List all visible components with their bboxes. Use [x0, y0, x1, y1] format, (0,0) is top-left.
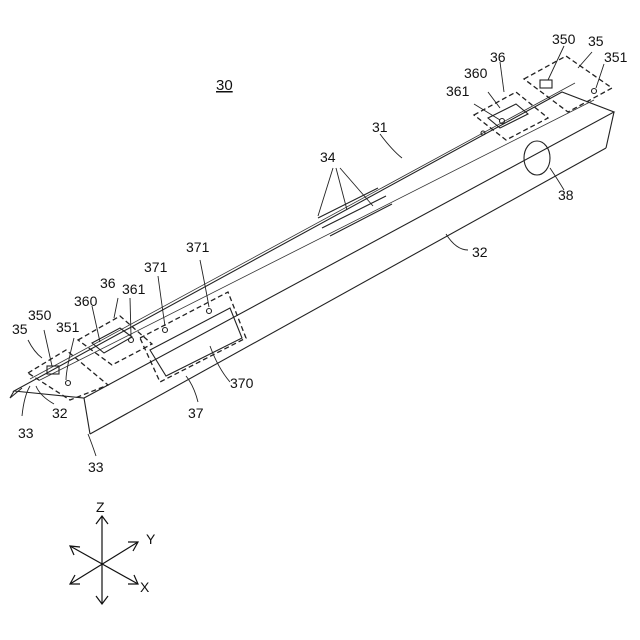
label-34: 34	[320, 149, 336, 165]
leader-36-right	[500, 62, 504, 92]
tab-350-right	[540, 80, 552, 88]
rail-back-edge	[30, 83, 575, 379]
hole-361-left	[129, 338, 134, 343]
label-350-right: 350	[552, 31, 576, 47]
rail-bottom-edge	[90, 148, 606, 434]
leader-35-left	[28, 340, 42, 358]
label-351-left: 351	[56, 319, 80, 335]
right-region-36	[474, 92, 548, 140]
leader-33-bottom	[88, 434, 96, 456]
label-350-left: 350	[28, 307, 52, 323]
leader-31	[380, 134, 402, 158]
hole-371-a	[163, 328, 168, 333]
hole-371-b	[207, 309, 212, 314]
label-33-bottom: 33	[88, 459, 104, 475]
hole-351-left	[66, 381, 71, 386]
figure-number: 30	[216, 77, 233, 94]
label-360-right: 360	[464, 65, 488, 81]
leader-350-left	[44, 330, 52, 366]
label-36-left: 36	[100, 275, 116, 291]
leader-351-right	[596, 64, 604, 88]
slits-34	[318, 188, 392, 236]
leader-350-right	[548, 46, 564, 80]
label-361-left: 361	[122, 281, 146, 297]
axis-x-label: X	[140, 579, 150, 595]
region-37	[140, 292, 246, 382]
label-35-left: 35	[12, 321, 28, 337]
rail-front-edge	[84, 398, 90, 434]
rail-end-edge	[606, 112, 614, 148]
hole-351-right	[592, 89, 597, 94]
label-31: 31	[372, 119, 388, 135]
leader-33-left	[22, 386, 30, 416]
dashed-region-37	[140, 292, 246, 382]
label-35-right: 35	[588, 33, 604, 49]
leader-34c	[340, 168, 373, 206]
leader-34a	[318, 168, 333, 216]
axis-y-label: Y	[146, 531, 156, 547]
label-370: 370	[230, 375, 254, 391]
leader-32-right	[446, 234, 468, 250]
rail-fold-line	[40, 100, 594, 380]
leader-361-left	[130, 298, 131, 336]
label-360-left: 360	[74, 293, 98, 309]
label-32-right: 32	[472, 244, 488, 260]
leader-360-left	[92, 306, 100, 342]
label-371-b: 371	[186, 239, 210, 255]
label-33-left: 33	[18, 425, 34, 441]
label-36-right: 36	[490, 49, 506, 65]
label-361-right: 361	[446, 83, 470, 99]
label-32-left: 32	[52, 405, 68, 421]
leader-35-right	[578, 52, 592, 68]
axis-z-label: Z	[96, 499, 105, 515]
leader-36-left	[114, 298, 118, 318]
leader-360-right	[488, 92, 500, 108]
label-38: 38	[558, 187, 574, 203]
rail-top-face	[14, 92, 614, 398]
leader-371-b	[200, 260, 209, 307]
label-37: 37	[188, 405, 204, 421]
rail-body	[10, 83, 614, 434]
leader-lines	[22, 46, 604, 456]
label-371-a: 371	[144, 259, 168, 275]
reference-numerals: 31 34 32 38 36 360 361 350 35 351 35 350…	[12, 31, 628, 475]
axis-triad: Z Y X	[70, 499, 156, 604]
label-351-right: 351	[604, 49, 628, 65]
